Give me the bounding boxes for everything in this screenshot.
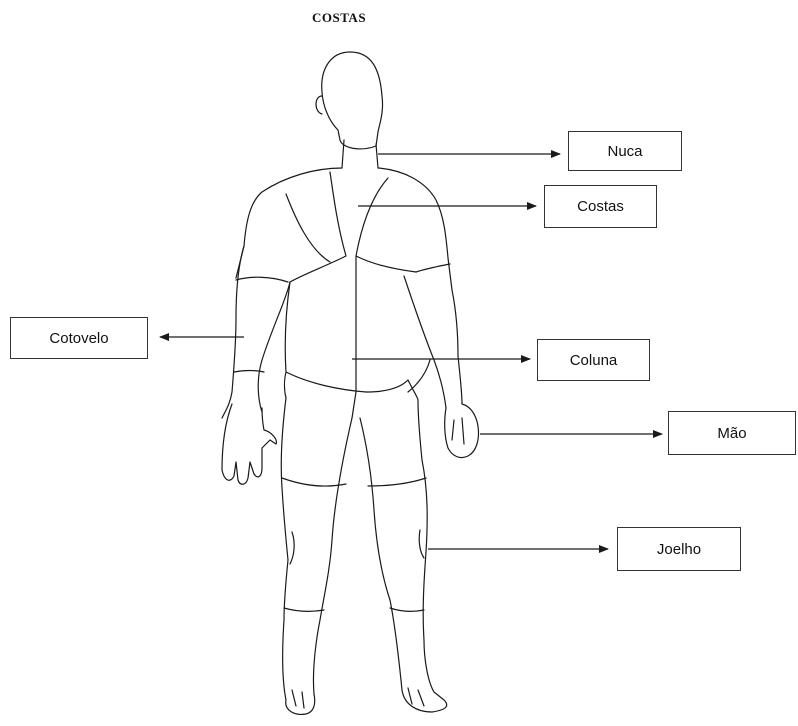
left-hand — [222, 404, 276, 484]
label-joelho: Joelho — [617, 527, 741, 571]
left-arm — [222, 246, 244, 418]
torso-outline — [236, 168, 342, 278]
right-hand — [445, 404, 479, 458]
label-mao: Mão — [668, 411, 796, 455]
body-outline — [222, 52, 479, 714]
right-arm — [452, 290, 462, 404]
head-shape — [322, 52, 383, 149]
label-costas: Costas — [544, 185, 657, 228]
waist — [285, 282, 291, 398]
label-nuca: Nuca — [568, 131, 682, 171]
label-cotovelo: Cotovelo — [10, 317, 148, 359]
label-coluna: Coluna — [537, 339, 650, 381]
left-leg — [281, 398, 352, 714]
